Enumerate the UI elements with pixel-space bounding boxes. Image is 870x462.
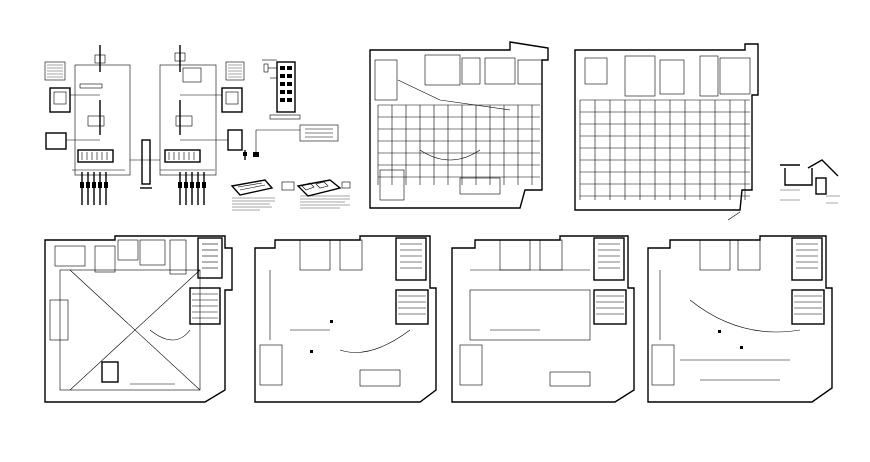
floor-plan-2 xyxy=(254,235,437,403)
ceiling-plan-1 xyxy=(369,41,549,209)
single-line-diagram-a xyxy=(44,45,160,205)
floor-plan-3 xyxy=(451,235,635,403)
floor-plan-1 xyxy=(44,235,233,403)
riser-diagram xyxy=(230,59,351,211)
ceiling-plan-2 xyxy=(574,43,840,221)
single-line-diagram-b xyxy=(159,45,247,205)
floor-plan-4 xyxy=(647,235,833,403)
